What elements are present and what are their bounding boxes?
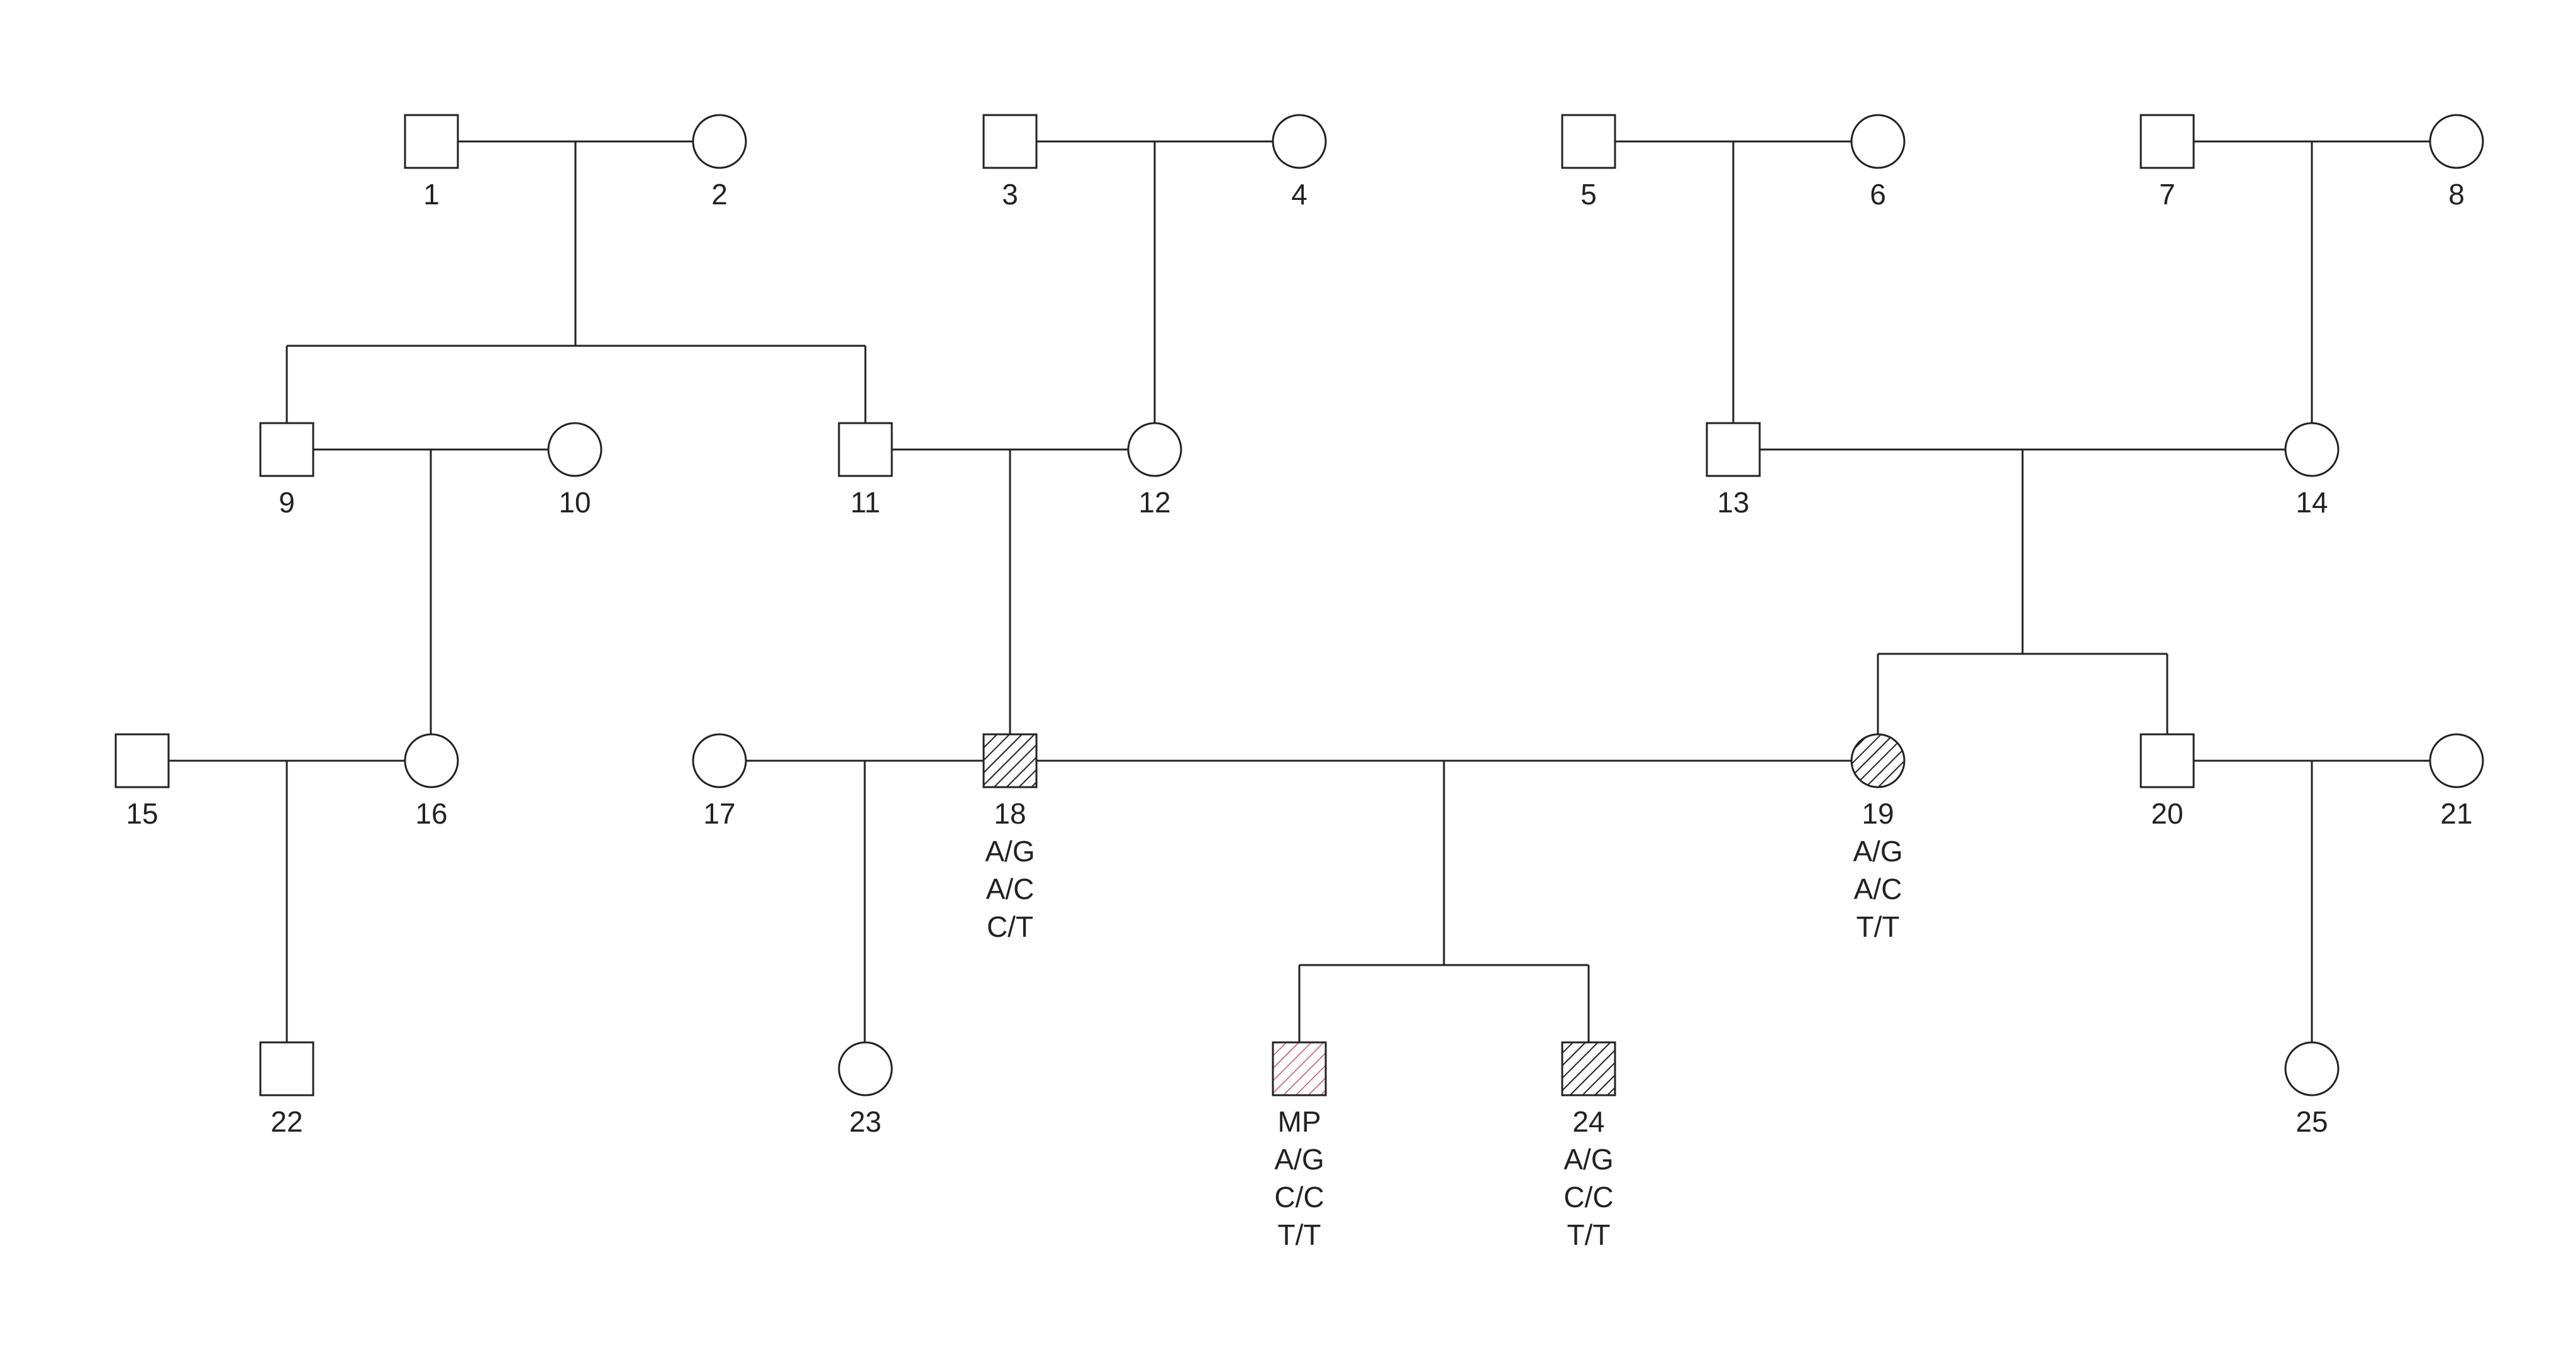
individual-15-square [114, 733, 170, 788]
individual-16-circle [404, 733, 459, 788]
individual-23-circle [838, 1041, 893, 1096]
genotype-24-1: A/G [1563, 1143, 1613, 1176]
genotype-18-3: C/T [987, 910, 1033, 943]
individual-label-16: 16 [415, 797, 447, 830]
individual-2-circle [692, 114, 747, 169]
individual-label-4: 4 [1291, 178, 1307, 211]
individual-8-circle [2429, 114, 2484, 169]
individual-9-square [259, 422, 314, 477]
individual-label-25: 25 [2296, 1105, 2328, 1138]
individual-label-20: 20 [2151, 797, 2183, 830]
individual-label-13: 13 [1717, 486, 1749, 519]
individual-label-9: 9 [279, 486, 295, 519]
genotype-mp-2: C/C [1274, 1181, 1324, 1213]
individual-24-square [1561, 1041, 1616, 1096]
individual-3-square [982, 114, 1038, 169]
genotype-19-2: A/C [1854, 873, 1902, 905]
genotype-24-3: T/T [1567, 1218, 1611, 1251]
genotype-19-3: T/T [1857, 910, 1900, 943]
genotype-18-2: A/C [986, 873, 1035, 905]
individual-18-square [982, 733, 1038, 788]
individual-label-18: 18 [994, 797, 1026, 830]
individual-label-2: 2 [711, 178, 728, 211]
individual-label-mp: MP [1278, 1105, 1321, 1138]
individual-21-circle [2429, 733, 2484, 788]
individual-20-square [2140, 733, 2195, 788]
individual-label-17: 17 [703, 797, 735, 830]
individual-label-22: 22 [270, 1105, 303, 1138]
individual-22-square [259, 1041, 314, 1096]
individual-10-circle [547, 422, 602, 477]
individual-label-21: 21 [2440, 797, 2472, 830]
genotype-24-2: C/C [1563, 1181, 1613, 1213]
individual-label-24: 24 [1572, 1105, 1604, 1138]
individual-label-11: 11 [850, 486, 880, 519]
genotype-mp-1: A/G [1274, 1143, 1324, 1176]
individual-7-square [2140, 114, 2195, 169]
individual-17-circle [692, 733, 747, 788]
individual-13-square [1706, 422, 1761, 477]
individual-5-square [1561, 114, 1616, 169]
individual-label-12: 12 [1138, 486, 1170, 519]
individual-12-circle [1127, 422, 1182, 477]
genotype-18-1: A/G [985, 835, 1035, 868]
individual-label-23: 23 [849, 1105, 881, 1138]
individual-label-1: 1 [423, 178, 440, 211]
individual-label-19: 19 [1862, 797, 1894, 830]
individual-19-circle [1850, 733, 1906, 788]
genotype-19-1: A/G [1853, 835, 1902, 868]
individual-label-10: 10 [558, 486, 591, 519]
relationship-lines [169, 140, 2430, 1042]
individual-label-14: 14 [2296, 486, 2328, 519]
individual-14-circle [2284, 422, 2340, 477]
individual-label-5: 5 [1580, 178, 1597, 211]
individual-label-15: 15 [126, 797, 158, 830]
genotype-mp-3: T/T [1278, 1218, 1321, 1251]
individual-label-3: 3 [1002, 178, 1018, 211]
individual-25-circle [2284, 1041, 2340, 1096]
individual-4-circle [1272, 114, 1327, 169]
individual-6-circle [1850, 114, 1906, 169]
individual-label-8: 8 [2448, 178, 2465, 211]
individual-1-square [404, 114, 459, 169]
individual-label-6: 6 [1870, 178, 1886, 211]
individual-mp-square [1272, 1041, 1327, 1096]
individual-11-square [838, 422, 893, 477]
individual-label-7: 7 [2159, 178, 2175, 211]
individuals-layer [114, 114, 2484, 1096]
